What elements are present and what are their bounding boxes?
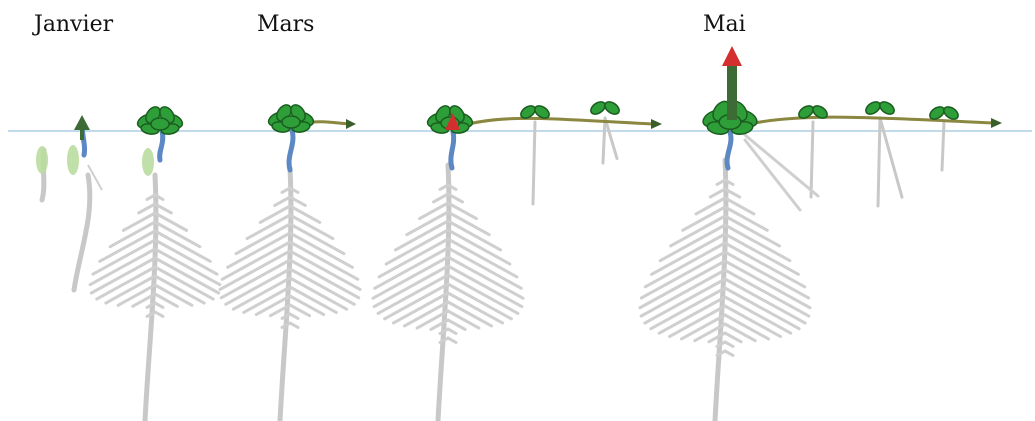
leaf-icon: [589, 99, 608, 116]
lateral-root: [725, 324, 755, 341]
lateral-root: [155, 267, 213, 299]
lateral-root: [725, 252, 809, 298]
lateral-root: [233, 278, 290, 309]
lateral-root: [448, 320, 465, 329]
stage-seed: [36, 146, 48, 200]
lateral-root: [448, 311, 479, 328]
lateral-root: [155, 240, 217, 274]
lateral-root: [641, 252, 725, 298]
lateral-root: [434, 194, 448, 202]
runner-roots-1: [533, 122, 535, 204]
lateral-root: [641, 270, 725, 316]
stage-sprout: [67, 115, 102, 290]
lateral-root: [448, 329, 456, 333]
lateral-root: [725, 198, 754, 214]
lateral-root: [93, 240, 155, 274]
lateral-root: [710, 189, 725, 197]
leaf-icon: [864, 99, 883, 116]
lateral-root: [290, 206, 320, 222]
lateral-root: [725, 279, 805, 323]
lateral-root: [448, 338, 456, 342]
leaf-icon: [603, 99, 622, 116]
lateral-root: [226, 269, 290, 304]
lateral-root: [373, 257, 448, 298]
lateral-root: [725, 270, 809, 316]
leaf-icon: [282, 116, 300, 128]
lateral-root: [91, 258, 155, 293]
lateral-root: [725, 225, 790, 261]
lateral-root: [725, 342, 733, 346]
runner-root: [811, 122, 813, 197]
roots-stage-5: [373, 165, 523, 421]
stems: [142, 130, 731, 176]
lateral-root: [290, 323, 298, 327]
lateral-root: [448, 284, 511, 319]
lateral-root: [448, 203, 476, 219]
leaf-icon: [151, 118, 169, 130]
runner-roots-5: [942, 122, 944, 170]
lateral-root: [386, 230, 448, 264]
lateral-root: [696, 198, 725, 214]
lateral-root: [118, 285, 155, 305]
lateral-root: [290, 296, 324, 315]
seed-icon: [36, 146, 48, 174]
lateral-root: [260, 206, 290, 222]
lateral-root: [275, 197, 290, 205]
lateral-root: [290, 233, 352, 267]
lateral-root: [725, 243, 805, 287]
lateral-root: [155, 303, 163, 307]
roots-stage-3: [90, 175, 220, 421]
runner-roots-3: [811, 122, 813, 197]
roots-stage-march: [220, 168, 360, 421]
lateral-root: [645, 279, 725, 323]
runner-plant-5: [928, 104, 961, 121]
runner-plant-4: [864, 99, 897, 116]
lateral-root: [660, 225, 725, 261]
lateral-root: [228, 233, 290, 267]
runner-roots-2: [603, 118, 617, 163]
lateral-root: [290, 314, 298, 318]
roots-stage-may: [640, 160, 810, 421]
lateral-root: [155, 312, 163, 316]
runner-root: [942, 122, 944, 170]
lateral-root: [155, 285, 192, 305]
lateral-root: [123, 213, 155, 230]
lateral-root: [385, 284, 448, 319]
lateral-root: [155, 258, 219, 293]
lateral-root: [139, 204, 155, 213]
root-systems: [90, 118, 944, 421]
lateral-root: [725, 351, 733, 355]
lateral-root: [420, 203, 448, 219]
lateral-root: [725, 333, 741, 342]
lateral-root: [290, 278, 347, 309]
runner-plant-2: [589, 99, 622, 116]
shoot-arrow-icon: [74, 115, 90, 130]
lateral-root: [290, 269, 354, 304]
lateral-root: [155, 213, 187, 230]
lateral-root: [448, 257, 523, 298]
leaf-icon: [878, 99, 897, 116]
runner-root: [605, 118, 617, 159]
runner-root: [533, 122, 535, 204]
runner-root: [878, 118, 880, 206]
lateral-root: [97, 267, 155, 299]
lateral-root: [448, 230, 510, 264]
runner-root: [880, 118, 902, 197]
lateral-root: [155, 249, 220, 285]
lateral-root: [90, 249, 155, 285]
leaf-icon: [942, 104, 961, 121]
lateral-root: [645, 243, 725, 287]
runner-root: [603, 118, 605, 163]
